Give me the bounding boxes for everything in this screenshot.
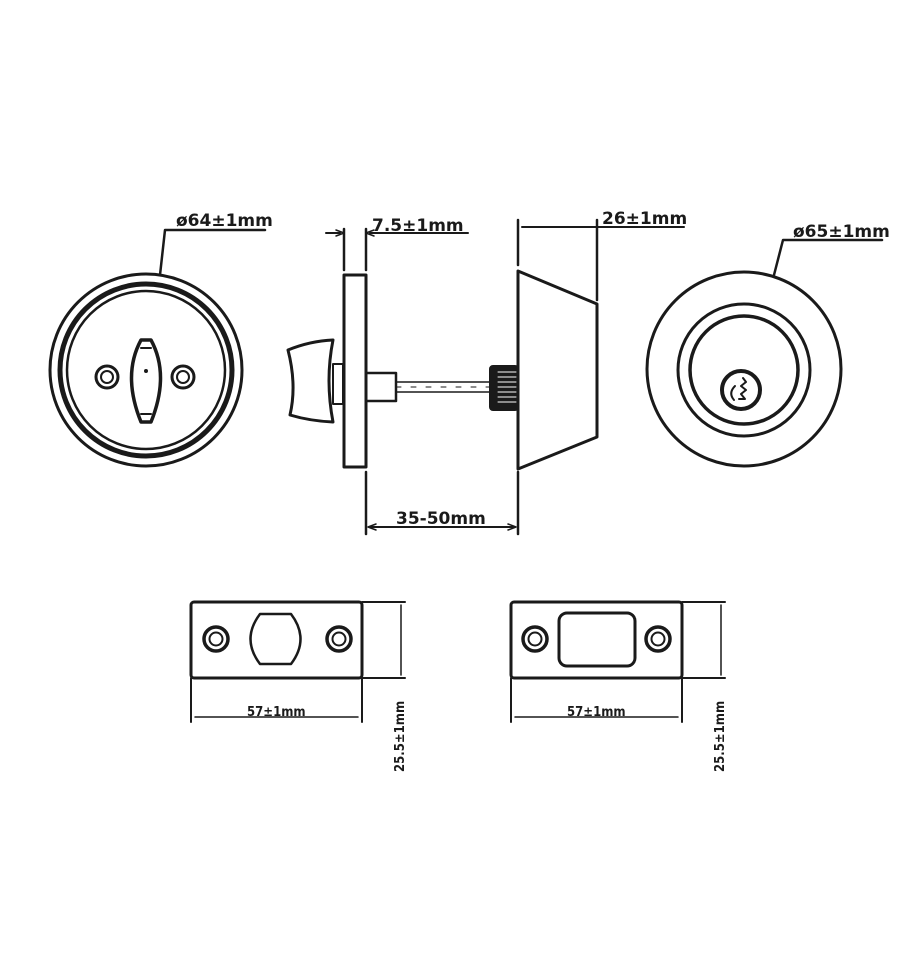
strike-plate-round-view (189, 600, 406, 723)
screw-hole-icon (170, 364, 196, 390)
bolt-hole-round-icon (249, 612, 302, 666)
screw-hole-icon (521, 625, 549, 653)
screw-hole-icon (202, 625, 230, 653)
bolt-hole-rect-icon (557, 611, 637, 668)
cylinder-depth-label: 26±1mm (602, 209, 687, 229)
exterior-cylinder-view (645, 238, 884, 468)
strike-plate-rect-height-label: 25.5±1mm (713, 701, 728, 772)
strike-plate-rect-view (509, 600, 726, 723)
exterior-diameter-label: ø65±1mm (793, 222, 890, 242)
door-thickness-label: 35-50mm (396, 509, 486, 529)
strike-plate-round-height-label: 25.5±1mm (393, 701, 408, 772)
interior-diameter-label: ø64±1mm (176, 211, 273, 231)
rose-thickness-label: 7.5±1mm (372, 216, 464, 236)
screw-hole-icon (644, 625, 672, 653)
thumbturn-icon (129, 338, 163, 424)
side-profile-view (286, 218, 685, 536)
interior-thumbturn-view (48, 228, 267, 468)
strike-plate-round-width-label: 57±1mm (247, 705, 306, 720)
screw-hole-icon (325, 625, 353, 653)
strike-plate-rect-width-label: 57±1mm (567, 705, 626, 720)
keyway-icon (720, 369, 762, 411)
screw-hole-icon (94, 364, 120, 390)
